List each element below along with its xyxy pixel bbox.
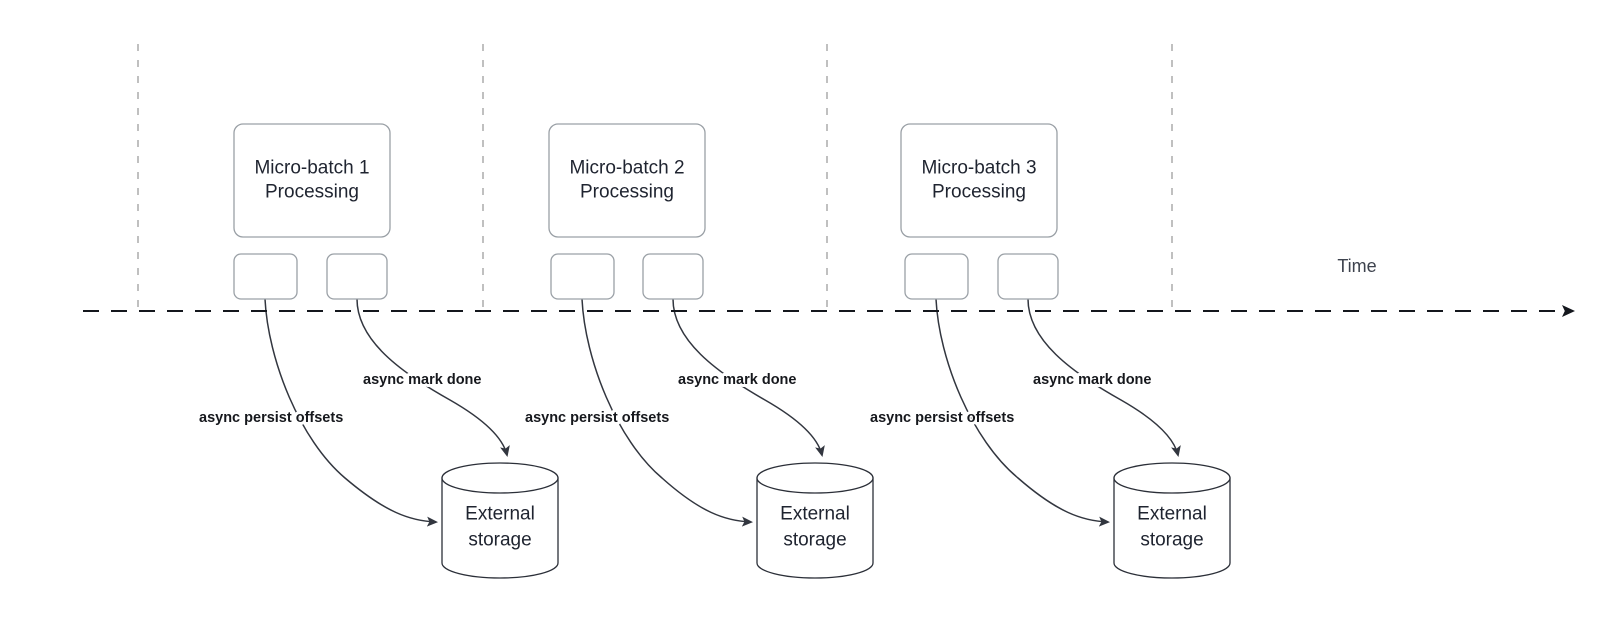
storage-cylinder-body-group-1[interactable] [441, 477, 559, 579]
async-persist-offsets-edge-group-3 [935, 298, 1110, 527]
batch-box-label-line2: Processing [265, 182, 359, 203]
storage-cylinder-body-group-3[interactable] [1113, 477, 1231, 579]
batch-box-group-2[interactable] [548, 123, 706, 238]
storage-cylinder-top-group-2 [756, 462, 874, 494]
async-mark-done-edge-group-1 [356, 298, 510, 457]
batch-box-label-line1: Micro-batch 1 [254, 158, 369, 179]
storage-label-line1: External [1137, 504, 1207, 525]
async-mark-done-edge-group-2 [672, 298, 825, 457]
edge-labels-group: async persist offsets async persist offse… [196, 369, 1154, 429]
batch-box-label-line2: Processing [580, 182, 674, 203]
storage-label-line2: storage [1140, 530, 1203, 551]
storage-cylinder-top-group-3 [1113, 462, 1231, 494]
batch-box-label-line1: Micro-batch 3 [921, 158, 1036, 179]
storage-label-line2: storage [468, 530, 531, 551]
batch-box-group-1[interactable] [233, 123, 391, 238]
edges-group [264, 298, 1181, 527]
task-box-3a[interactable] [904, 253, 969, 300]
storage-cylinder-body-group-2[interactable] [756, 477, 874, 579]
batch-box-group-3[interactable] [900, 123, 1058, 238]
async-persist-offsets-edge-label-halo: async persist offsets [870, 410, 1014, 426]
timeline-label: Time [1337, 256, 1376, 276]
async-mark-done-edge-label-group-3: async mark done [1033, 372, 1151, 388]
task-box-2a[interactable] [550, 253, 615, 300]
guide-lines-group [137, 44, 1173, 311]
async-mark-done-edge-label-halo: async mark done [1033, 372, 1151, 388]
async-persist-offsets-edge-label-group-1: async persist offsets [199, 410, 343, 426]
async-persist-offsets-edge-group-1 [264, 298, 438, 527]
task-box-3b[interactable] [997, 253, 1059, 300]
async-mark-done-edge-group-3 [1027, 298, 1181, 457]
async-persist-offsets-edge-label-group-2: async persist offsets [525, 410, 669, 426]
storage-label-line2: storage [783, 530, 846, 551]
async-persist-offsets-edge-label-halo: async persist offsets [199, 410, 343, 426]
async-persist-offsets-edge-group-2 [581, 298, 753, 527]
async-mark-done-edge-label-group-1: async mark done [363, 372, 481, 388]
task-box-1a[interactable] [233, 253, 298, 300]
timeline-group: Time [83, 256, 1575, 317]
async-mark-done-edge-label-group-2: async mark done [678, 372, 796, 388]
async-mark-done-edge-label-halo: async mark done [363, 372, 481, 388]
async-persist-offsets-edge-label-group-3: async persist offsets [870, 410, 1014, 426]
batch-box-label-line1: Micro-batch 2 [569, 158, 684, 179]
async-mark-done-edge-label-halo: async mark done [678, 372, 796, 388]
async-persist-offsets-edge-label-halo: async persist offsets [525, 410, 669, 426]
storage-cylinder-top-group-1 [441, 462, 559, 494]
storage-label-line1: External [465, 504, 535, 525]
batch-box-label-line2: Processing [932, 182, 1026, 203]
storage-label-line1: External [780, 504, 850, 525]
task-box-2b[interactable] [642, 253, 704, 300]
task-box-1b[interactable] [326, 253, 388, 300]
